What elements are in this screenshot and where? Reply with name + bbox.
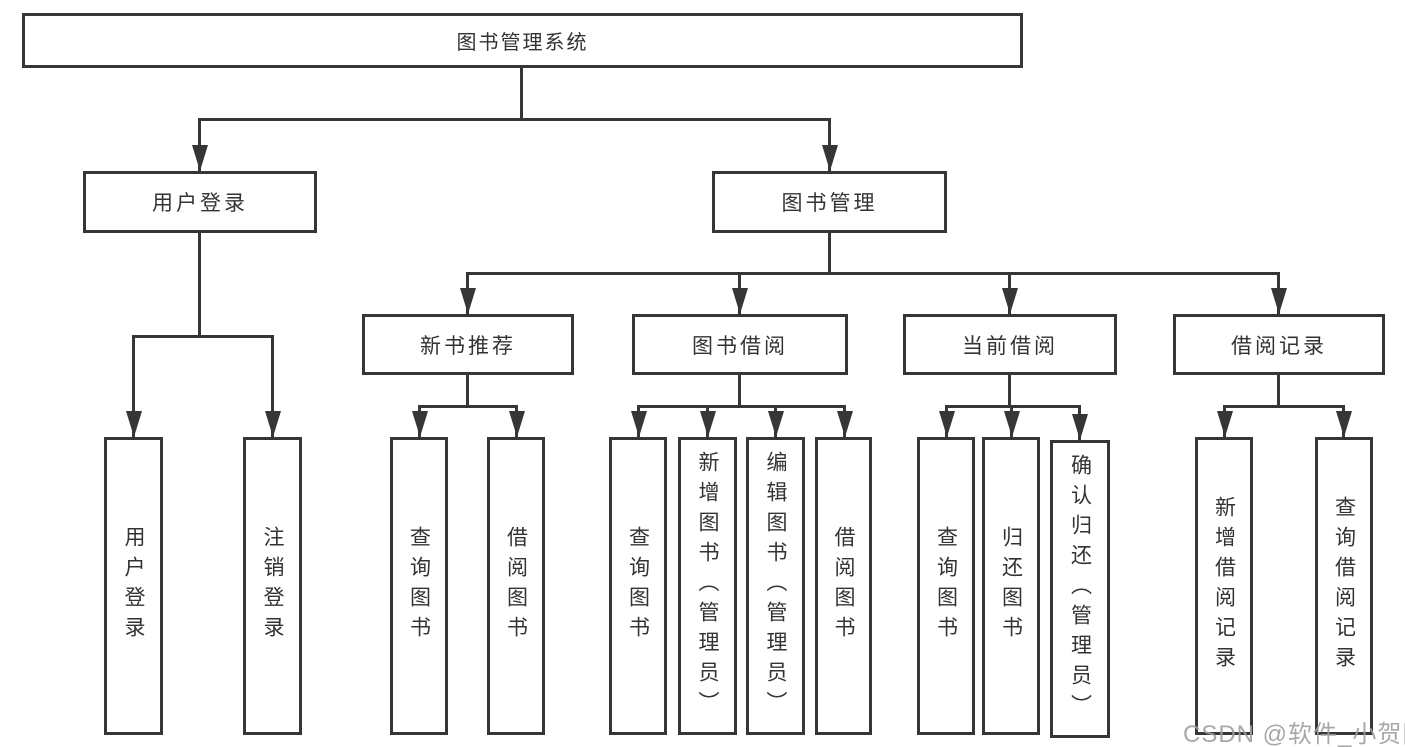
connector-line xyxy=(1277,375,1280,405)
arrow-down-icon xyxy=(1002,288,1018,314)
leaf-add-borrow-record: 新增借阅记录 xyxy=(1195,437,1253,735)
connector-line xyxy=(945,405,1081,408)
csdn-watermark: CSDN @软件_小贺同学 xyxy=(1183,721,1405,747)
leaf-label: 用户登录 xyxy=(122,526,145,646)
connector-line xyxy=(828,118,831,171)
connector-line xyxy=(198,233,201,335)
arrow-down-icon xyxy=(509,411,525,437)
arrow-down-icon xyxy=(700,411,716,437)
leaf-label: 注销登录 xyxy=(261,526,284,646)
arrow-down-icon xyxy=(1271,288,1287,314)
node-current-borrowing: 当前借阅 xyxy=(903,314,1117,375)
arrow-down-icon xyxy=(192,145,208,171)
arrow-down-icon xyxy=(1217,411,1233,437)
arrow-down-icon xyxy=(1336,411,1352,437)
arrow-down-icon xyxy=(126,411,142,437)
node-borrowing-records: 借阅记录 xyxy=(1173,314,1385,375)
leaf-label: 查询图书 xyxy=(407,526,431,646)
arrow-down-icon xyxy=(732,288,748,314)
leaf-label: 查询图书 xyxy=(934,526,958,646)
leaf-label: 归还图书 xyxy=(999,526,1023,646)
leaf-label: 新增图书（管理员） xyxy=(696,451,719,721)
leaf-logout: 注销登录 xyxy=(243,437,302,735)
leaf-query-books-current: 查询图书 xyxy=(917,437,975,735)
connector-line xyxy=(828,233,831,272)
node-user-login: 用户登录 xyxy=(83,171,317,233)
leaf-label: 新增借阅记录 xyxy=(1212,496,1236,676)
connector-line xyxy=(1008,375,1011,405)
arrow-down-icon xyxy=(939,411,955,437)
connector-line xyxy=(132,335,135,437)
node-new-book-recommend: 新书推荐 xyxy=(362,314,574,375)
arrow-down-icon xyxy=(1004,411,1020,437)
connector-line xyxy=(738,375,741,405)
node-library-system: 图书管理系统 xyxy=(22,13,1023,68)
connector-line xyxy=(132,335,274,338)
leaf-borrow-books-recommend: 借阅图书 xyxy=(487,437,545,735)
leaf-query-borrow-record: 查询借阅记录 xyxy=(1315,437,1373,735)
arrow-down-icon xyxy=(412,411,428,437)
connector-line xyxy=(466,272,1280,275)
connector-line xyxy=(418,405,518,408)
leaf-edit-book-admin: 编辑图书（管理员） xyxy=(746,437,805,735)
leaf-label: 借阅图书 xyxy=(832,526,855,646)
leaf-label: 借阅图书 xyxy=(504,526,528,646)
leaf-label: 查询借阅记录 xyxy=(1332,496,1356,676)
node-book-borrowing: 图书借阅 xyxy=(632,314,848,375)
arrow-down-icon xyxy=(768,411,784,437)
leaf-label: 查询图书 xyxy=(626,526,650,646)
leaf-user-login: 用户登录 xyxy=(104,437,163,735)
node-book-management: 图书管理 xyxy=(712,171,947,233)
connector-line xyxy=(1223,405,1345,408)
connector-line xyxy=(271,335,274,437)
leaf-add-book-admin: 新增图书（管理员） xyxy=(678,437,737,735)
connector-line xyxy=(198,118,831,121)
connector-line xyxy=(520,68,523,118)
leaf-query-books-recommend: 查询图书 xyxy=(390,437,448,735)
arrow-down-icon xyxy=(1072,414,1088,440)
leaf-query-books-borrowing: 查询图书 xyxy=(609,437,667,735)
arrow-down-icon xyxy=(265,411,281,437)
arrow-down-icon xyxy=(460,288,476,314)
connector-line xyxy=(637,405,846,408)
connector-line xyxy=(466,375,469,405)
leaf-label: 编辑图书（管理员） xyxy=(764,451,787,721)
arrow-down-icon xyxy=(822,145,838,171)
arrow-down-icon xyxy=(837,411,853,437)
arrow-down-icon xyxy=(631,411,647,437)
leaf-borrow-books-borrowing: 借阅图书 xyxy=(815,437,872,735)
connector-line xyxy=(198,118,201,171)
leaf-return-book: 归还图书 xyxy=(982,437,1040,735)
leaf-confirm-return-admin: 确认归还（管理员） xyxy=(1050,440,1110,738)
leaf-label: 确认归还（管理员） xyxy=(1068,454,1092,724)
